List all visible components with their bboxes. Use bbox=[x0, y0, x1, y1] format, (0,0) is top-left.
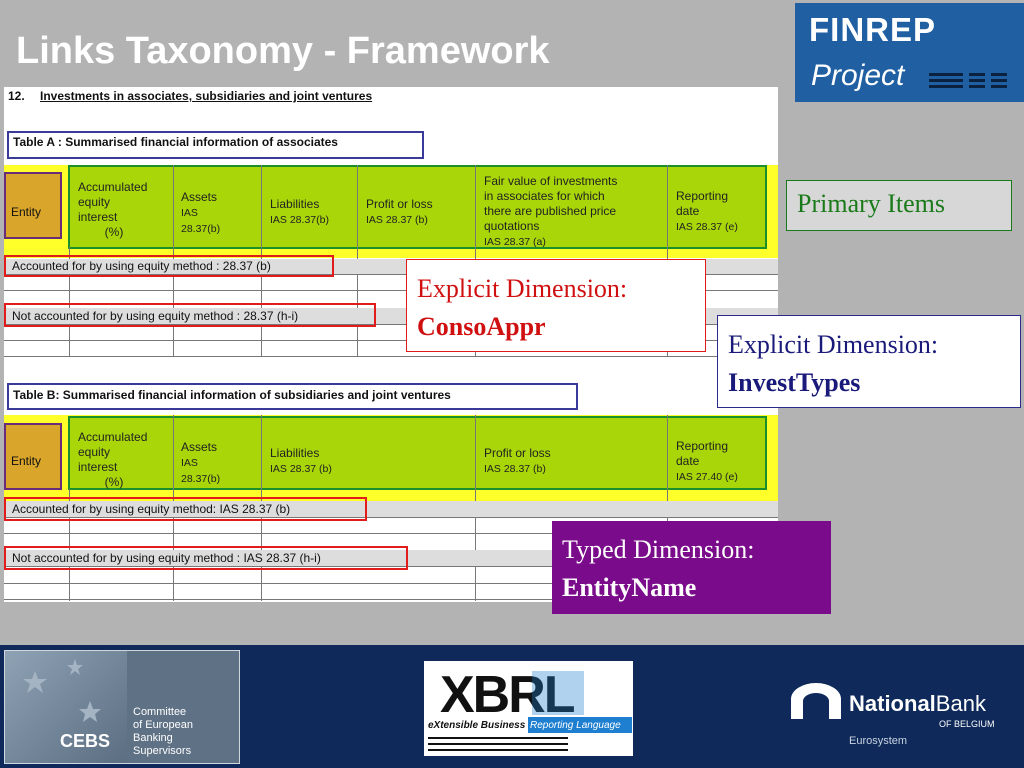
conso-appr-row4-box bbox=[4, 546, 408, 570]
table-a-entity-cell bbox=[4, 172, 62, 239]
table-b-header-green bbox=[69, 417, 766, 489]
logo-word-project: Project bbox=[811, 59, 905, 92]
table-a-header-green bbox=[69, 165, 766, 247]
nbb-eurosystem: Eurosystem bbox=[849, 735, 908, 747]
xbrl-tagline-right: Reporting Language bbox=[530, 720, 621, 731]
table-b-row1-bg bbox=[4, 501, 778, 517]
logo-word-finrep: FINREP bbox=[809, 11, 937, 48]
table-b-entity-cell bbox=[4, 423, 62, 490]
nbb-sub: OF BELGIUM bbox=[939, 719, 995, 729]
conso-appr-row3-box bbox=[4, 497, 367, 521]
primary-items-box-a bbox=[68, 165, 767, 249]
table-a-title: Table A : Summarised financial informati… bbox=[13, 135, 338, 149]
entity-name-callout: Typed Dimension: EntityName bbox=[552, 521, 831, 614]
invest-types-callout: Explicit Dimension: InvestTypes bbox=[717, 315, 1021, 408]
conso-appr-row2-box bbox=[4, 303, 376, 327]
table-b-title: Table B: Summarised financial informatio… bbox=[13, 388, 451, 402]
table-b-row1-label: Accounted for by using equity method: IA… bbox=[12, 502, 291, 516]
entity-name-callout-value: EntityName bbox=[562, 573, 697, 602]
conso-appr-callout: Explicit Dimension: ConsoAppr bbox=[406, 259, 706, 352]
invest-types-callout-value: InvestTypes bbox=[728, 368, 861, 397]
nbb-arch-icon bbox=[791, 683, 841, 719]
invest-types-callout-label: Explicit Dimension: bbox=[728, 330, 939, 359]
section-title: Investments in associates, subsidiaries … bbox=[40, 89, 373, 103]
conso-appr-callout-value: ConsoAppr bbox=[417, 312, 546, 341]
table-b-entity-label: Entity bbox=[11, 454, 42, 468]
xbrl-word: XBRL bbox=[440, 666, 576, 724]
xbrl-logo: XBRL eXtensible Business Reporting Langu… bbox=[424, 661, 633, 756]
primary-items-callout: Primary Items bbox=[786, 180, 1012, 231]
finrep-project-logo: FINREP Project bbox=[795, 3, 1024, 102]
entity-name-callout-label: Typed Dimension: bbox=[562, 535, 755, 564]
section-number: 12. bbox=[8, 89, 25, 103]
xbrl-tagline-left: eXtensible Business bbox=[428, 720, 526, 731]
table-b-title-box bbox=[7, 383, 578, 410]
table-a-row2-label: Not accounted for by using equity method… bbox=[12, 309, 299, 323]
table-a-entity-label: Entity bbox=[11, 205, 42, 219]
table-a-row1-label: Accounted for by using equity method : 2… bbox=[12, 259, 271, 273]
conso-appr-callout-label: Explicit Dimension: bbox=[417, 274, 628, 303]
table-a-title-box bbox=[7, 131, 424, 159]
logo-bars-icon bbox=[929, 73, 1009, 89]
national-bank-logo: NationalBank OF BELGIUM Eurosystem bbox=[787, 677, 997, 752]
table-b-row2-label: Not accounted for by using equity method… bbox=[12, 551, 321, 565]
conso-appr-row1-box bbox=[4, 255, 334, 277]
cebs-abbr: CEBS bbox=[60, 731, 111, 751]
primary-items-box-b bbox=[68, 416, 767, 490]
nbb-name: NationalBank bbox=[849, 691, 986, 716]
stars-icon bbox=[23, 659, 101, 722]
slide-title: Links Taxonomy - Framework bbox=[16, 30, 550, 72]
